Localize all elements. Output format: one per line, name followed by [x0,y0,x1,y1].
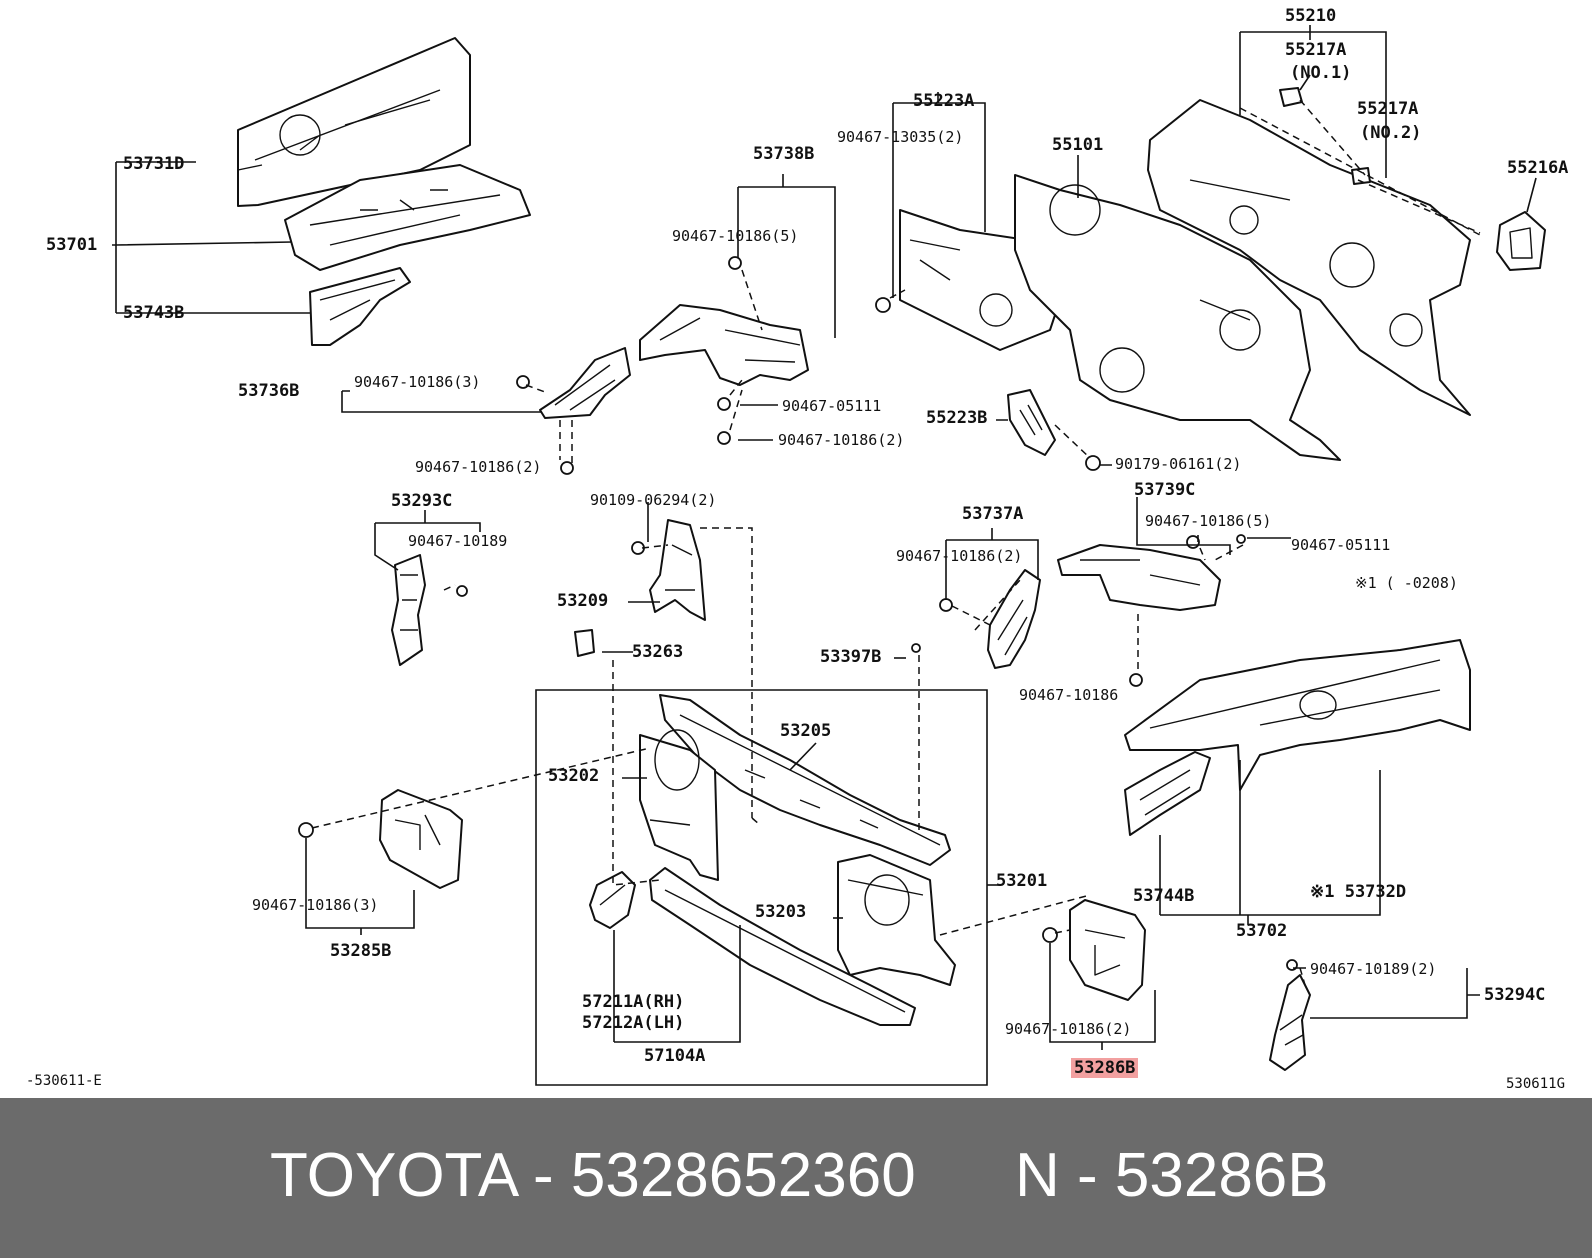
label-53293C: 53293C [391,491,453,511]
label-53285B: 53285B [330,941,392,961]
label-code-right: 530611G [1506,1076,1566,1092]
label-55101: 55101 [1052,135,1104,155]
label-90467-10186-3-b: 90467-10186(3) [252,896,379,914]
label-55216A: 55216A [1507,158,1569,178]
label-90467-10186-3-a: 90467-10186(3) [354,373,481,391]
part-53731D-drawing [237,37,471,207]
part-53203-drawing [837,854,956,986]
label-53744B: 53744B [1133,886,1195,906]
label-55223A: 55223A [913,91,975,111]
label-53702: 53702 [1236,921,1288,941]
part-53263-drawing [574,629,595,657]
label-90467-05111-b: 90467-05111 [1291,536,1391,554]
part-53209-drawing [649,519,706,621]
part-53738B-drawing [639,304,809,386]
label-53209: 53209 [557,591,609,611]
label-90467-10186-2-a: 90467-10186(2) [415,458,542,476]
fastener-clips [298,256,1298,971]
label-note-53732D: ※1 53732D [1310,882,1407,902]
part-53737A-drawing [987,569,1041,669]
label-90467-10189-2: 90467-10189(2) [1310,960,1437,978]
part-53205-drawing [659,694,951,866]
label-53286B-highlighted[interactable]: 53286B [1071,1058,1139,1078]
label-57212A: 57212A(LH) [582,1013,685,1033]
label-90467-10186-2-c: 90467-10186(2) [896,547,1023,565]
part-57104A-drawing [649,867,916,1026]
part-55210-drawing [1147,99,1471,416]
part-53286B-drawing [1069,899,1146,1001]
label-53201: 53201 [996,871,1048,891]
label-55217A-no1: 55217A [1285,40,1347,60]
label-90179-06161-2: 90179-06161(2) [1115,455,1242,473]
part-53202-drawing [639,729,719,881]
label-53743B: 53743B [123,303,185,323]
label-53737A: 53737A [962,504,1024,524]
label-53294C: 53294C [1484,985,1546,1005]
part-53736B-drawing [539,347,631,419]
label-53738B: 53738B [753,144,815,164]
label-90467-10186-2-d: 90467-10186(2) [1005,1020,1132,1038]
label-90109-06294-2: 90109-06294(2) [590,491,717,509]
label-90467-10186-5-b: 90467-10186(5) [1145,512,1272,530]
label-53739C: 53739C [1134,480,1196,500]
label-no2: (NO.2) [1360,123,1422,143]
label-90467-10186-2-b: 90467-10186(2) [778,431,905,449]
label-53205: 53205 [780,721,832,741]
label-55217A-no2: 55217A [1357,99,1419,119]
part-53701-drawing [284,164,531,271]
part-number-footer: TOYOTA - 5328652360 N - 53286B [0,1098,1592,1258]
label-53736B: 53736B [238,381,300,401]
label-57211A: 57211A(RH) [582,992,685,1012]
label-no1: (NO.1) [1290,63,1352,83]
label-53202: 53202 [548,766,600,786]
parts-diagram: 53731D 53701 53743B 53738B 90467-10186(5… [26,6,1569,1092]
part-55216A-drawing [1496,211,1546,271]
part-53293C-drawing [391,554,426,666]
part-53743B-drawing [309,267,411,346]
part-55101-drawing [1014,174,1341,461]
leader-lines [112,25,1537,1086]
label-55210: 55210 [1285,6,1337,26]
label-90467-10186-5-a: 90467-10186(5) [672,227,799,245]
label-53701: 53701 [46,235,98,255]
dashed-lines [311,99,1481,986]
label-57104A: 57104A [644,1046,706,1066]
part-55223B-drawing [1007,389,1056,456]
label-55223B: 55223B [926,408,988,428]
part-53294C-drawing [1269,974,1311,1071]
label-90467-13035-2: 90467-13035(2) [837,128,964,146]
part-57211A-drawing [589,871,636,929]
label-53397B: 53397B [820,647,882,667]
part-53702-drawing [1124,639,1471,791]
label-53731D: 53731D [123,154,185,174]
label-90467-10186-b: 90467-10186 [1019,686,1119,704]
part-53285B-drawing [379,789,463,889]
label-note-range: ※1 ( -0208) [1355,574,1458,592]
label-53263: 53263 [632,642,684,662]
footer-short-part-number: N - 53286B [1015,1141,1329,1210]
part-53739C-drawing [1057,544,1221,611]
label-90467-05111-a: 90467-05111 [782,397,882,415]
label-53203: 53203 [755,902,807,922]
diagram-drawing [112,25,1546,1086]
label-90467-10189: 90467-10189 [408,532,508,550]
label-code-left: -530611-E [26,1073,102,1089]
footer-brand-part-number: TOYOTA - 5328652360 [270,1141,916,1210]
part-53744B-drawing [1124,751,1211,836]
